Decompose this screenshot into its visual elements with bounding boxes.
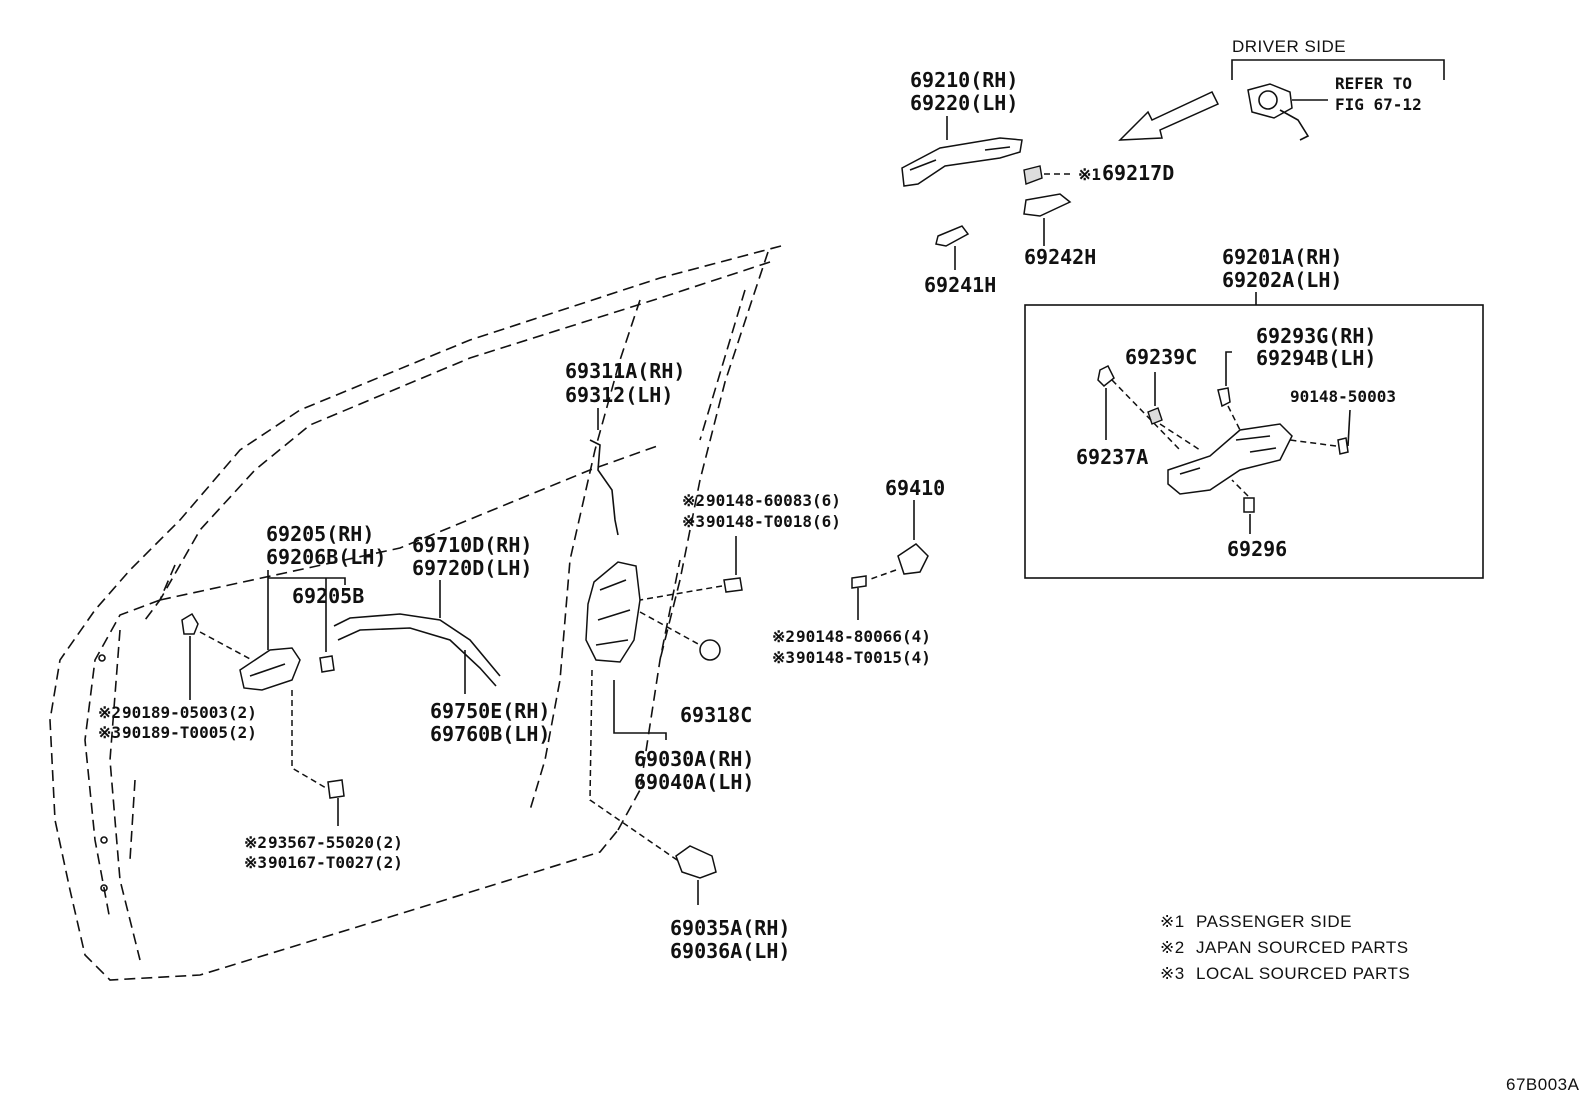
label-bolt-top-2: 90148-60083(6) xyxy=(706,491,841,510)
label-69237a: 69237A xyxy=(1076,445,1148,469)
gasket-69242h-icon xyxy=(1023,193,1072,217)
frame-subassembly-group: 69201A(RH) 69202A(LH) 69239C 69293G(RH) … xyxy=(1024,245,1484,579)
label-69720d: 69720D(LH) xyxy=(412,556,532,580)
striker-69410-icon xyxy=(897,543,929,575)
mark-screw-2: ※2 xyxy=(244,833,267,852)
label-69030a: 69030A(RH) xyxy=(634,747,754,771)
label-69311a: 69311A(RH) xyxy=(565,359,685,383)
bolt-90148-60083-icon xyxy=(723,577,743,593)
bezel-69205b-icon xyxy=(319,655,335,673)
legend-text-2: JAPAN SOURCED PARTS xyxy=(1196,938,1409,957)
mark-bolt-top-2: ※2 xyxy=(682,491,705,510)
label-69040a: 69040A(LH) xyxy=(634,770,754,794)
gasket-69241h-icon xyxy=(935,225,970,247)
cushion-69239c-icon xyxy=(1147,407,1163,425)
clip-69293g-icon xyxy=(1217,387,1231,408)
bolt-90148-50003-icon xyxy=(1337,437,1349,455)
label-69205b: 69205B xyxy=(292,584,364,608)
mark-clip-3: ※3 xyxy=(98,723,121,742)
bolt-90148-80066-icon xyxy=(851,575,867,589)
label-69318c: 69318C xyxy=(680,703,752,727)
inside-handle-group: 69205(RH) 69206B(LH) 69205B ※2 90189-050… xyxy=(98,522,550,872)
door-lock-69030a-icon xyxy=(585,561,641,663)
driver-side-label: DRIVER SIDE xyxy=(1232,37,1346,56)
pad-69237a-icon xyxy=(1097,364,1115,388)
cable-69750e-icon xyxy=(337,627,497,687)
label-69035a: 69035A(RH) xyxy=(670,916,790,940)
label-bolt-top-3: 90148-T0018(6) xyxy=(706,512,841,531)
mark-69217d: ※1 xyxy=(1078,165,1101,184)
label-bolt-mid-3: 90148-T0015(4) xyxy=(796,648,931,667)
label-69202a: 69202A(LH) xyxy=(1222,268,1342,292)
cover-69035a-icon xyxy=(675,845,717,879)
mark-bolt-mid-3: ※3 xyxy=(772,648,795,667)
label-clip-2: 90189-05003(2) xyxy=(122,703,257,722)
lock-rod-icon xyxy=(589,439,619,536)
cap-69217d-icon xyxy=(1023,165,1043,185)
lock-assembly-group: 69311A(RH) 69312(LH) ※2 90148-60083(6) ※… xyxy=(565,359,841,963)
outside-handle-icon xyxy=(901,137,1023,187)
striker-group: 69410 ※2 90148-80066(4) ※3 90148-T0015(4… xyxy=(772,476,945,667)
driver-side-group: DRIVER SIDE REFER TO FIG 67-12 xyxy=(1118,37,1445,141)
mark-bolt-top-3: ※3 xyxy=(682,512,705,531)
legend-mark-1: ※1 xyxy=(1160,912,1185,931)
label-screw-3: 90167-T0027(2) xyxy=(268,853,403,872)
mark-bolt-mid-2: ※2 xyxy=(772,627,795,646)
legend-mark-3: ※3 xyxy=(1160,964,1185,983)
door-outline xyxy=(49,245,782,981)
legend-mark-2: ※2 xyxy=(1160,938,1185,957)
refer-to-label-1: REFER TO xyxy=(1335,74,1412,93)
key-cylinder-icon xyxy=(1247,83,1310,141)
figure-code: 67B003A xyxy=(1506,1075,1580,1094)
label-69312: 69312(LH) xyxy=(565,383,673,407)
label-69710d: 69710D(RH) xyxy=(412,533,532,557)
refer-to-label-2: FIG 67-12 xyxy=(1335,95,1422,114)
label-69293g: 69293G(RH) xyxy=(1256,324,1376,348)
label-69210: 69210(RH) xyxy=(910,68,1018,92)
refer-arrow-icon xyxy=(1118,91,1220,141)
clip-90189-icon xyxy=(181,612,199,635)
label-69036a: 69036A(LH) xyxy=(670,939,790,963)
label-69750e: 69750E(RH) xyxy=(430,699,550,723)
label-69296: 69296 xyxy=(1227,537,1287,561)
seal-69318c-icon xyxy=(699,639,721,661)
label-69206b: 69206B(LH) xyxy=(266,545,386,569)
subassembly-box xyxy=(1024,304,1484,579)
outside-handle-group: 69210(RH) 69220(LH) ※1 69217D 69242H 692… xyxy=(901,68,1174,297)
legend-text-3: LOCAL SOURCED PARTS xyxy=(1196,964,1410,983)
legend: ※1 PASSENGER SIDE ※2 JAPAN SOURCED PARTS… xyxy=(1160,912,1410,983)
label-69205: 69205(RH) xyxy=(266,522,374,546)
label-69217d: 69217D xyxy=(1102,161,1174,185)
label-69201a: 69201A(RH) xyxy=(1222,245,1342,269)
label-69239c: 69239C xyxy=(1125,345,1197,369)
label-69220: 69220(LH) xyxy=(910,91,1018,115)
label-69410: 69410 xyxy=(885,476,945,500)
cable-69710d-icon xyxy=(333,613,501,677)
label-bolt-mid-2: 90148-80066(4) xyxy=(796,627,931,646)
mark-screw-3: ※3 xyxy=(244,853,267,872)
label-screw-2: 93567-55020(2) xyxy=(268,833,403,852)
label-90148-50003: 90148-50003 xyxy=(1290,387,1396,406)
legend-text-1: PASSENGER SIDE xyxy=(1196,912,1352,931)
label-69242h: 69242H xyxy=(1024,245,1096,269)
label-69294b: 69294B(LH) xyxy=(1256,346,1376,370)
label-clip-3: 90189-T0005(2) xyxy=(122,723,257,742)
screw-69296-icon xyxy=(1243,497,1255,513)
screw-93567-icon xyxy=(327,779,345,799)
label-69241h: 69241H xyxy=(924,273,996,297)
label-69760b: 69760B(LH) xyxy=(430,722,550,746)
mark-clip-2: ※2 xyxy=(98,703,121,722)
frame-69201a-icon xyxy=(1167,423,1293,495)
